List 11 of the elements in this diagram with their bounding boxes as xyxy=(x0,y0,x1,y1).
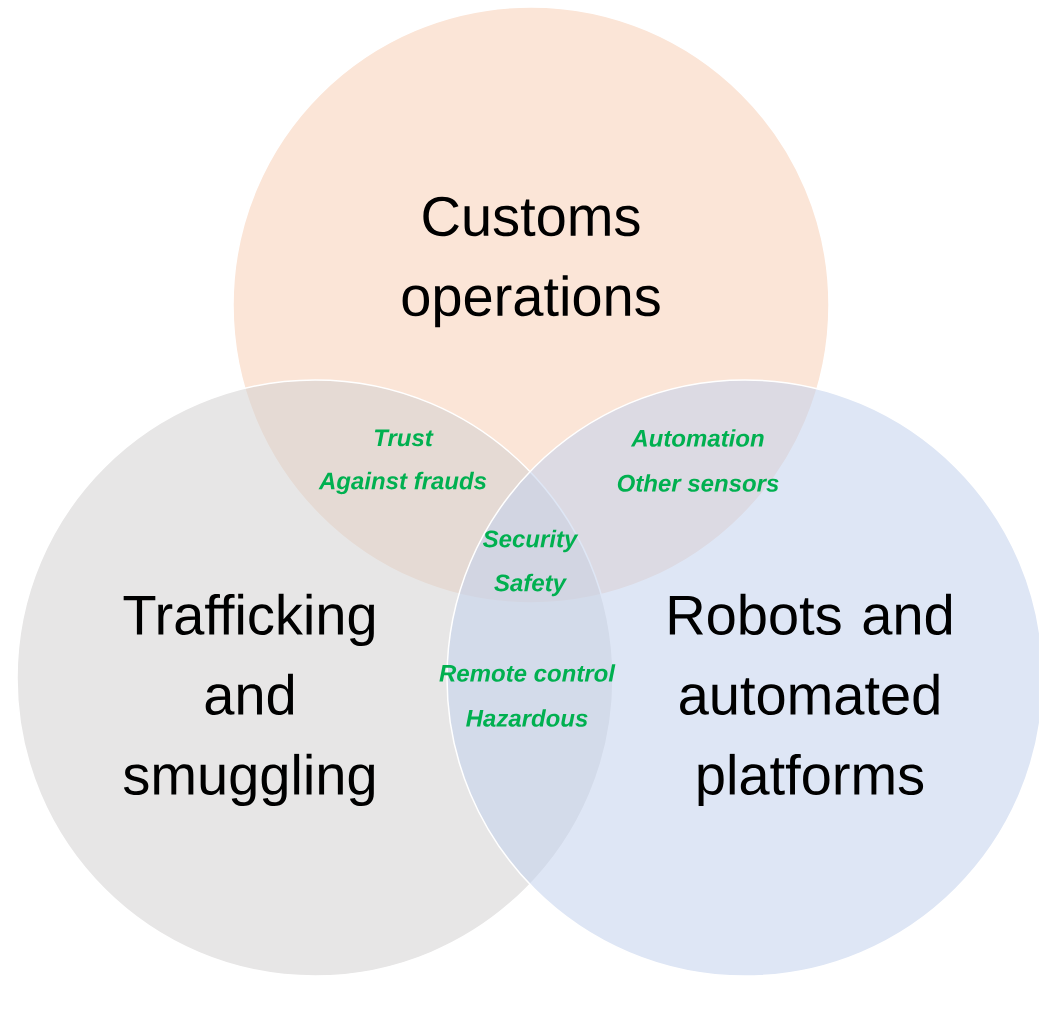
overlap-label: Automation xyxy=(630,429,764,447)
overlap-label: Remote control xyxy=(439,664,616,682)
overlap-label: Other sensors xyxy=(617,474,779,492)
overlap-label: Security xyxy=(482,529,579,553)
overlap-label: Safety xyxy=(494,573,567,597)
circle-title: Customs operations xyxy=(402,196,660,328)
overlap-label: Against frauds xyxy=(318,471,487,495)
circle-title: Robots and automated platforms xyxy=(669,593,952,807)
overlap-label: Trust xyxy=(374,429,434,447)
overlap-label: Hazardous xyxy=(466,709,588,727)
circle-title: Trafficking and smuggling xyxy=(123,593,374,807)
